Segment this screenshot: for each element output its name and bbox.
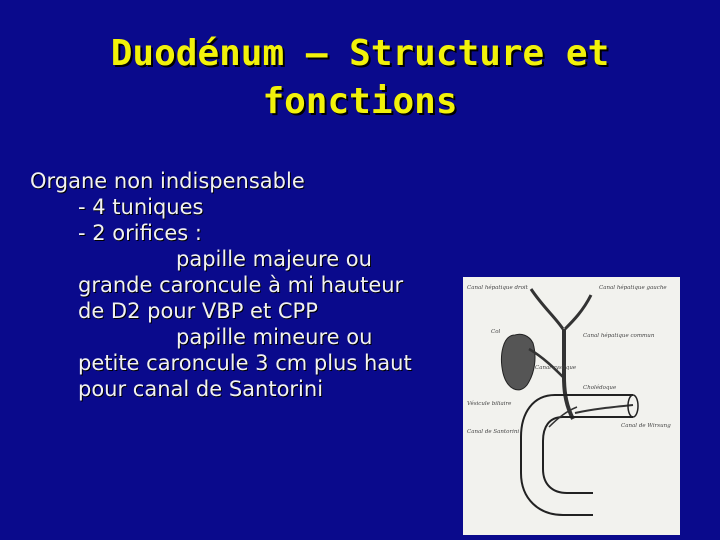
duodenum-end [627,394,639,418]
label-common-hepatic: Canal hépatique commun [583,332,655,339]
cystic-duct [528,347,564,378]
slide-title: Duodénum – Structure et fonctions [0,30,720,126]
label-gallbladder: Vésicule biliaire [467,400,512,407]
label-choledoque: Cholédoque [583,384,617,391]
major-papilla-text: grande caroncule à mi hauteur de D2 pour… [78,273,404,323]
santorini-duct [548,406,578,428]
label-wirsung: Canal de Wirsung [621,423,671,429]
label-santorini: Canal de Santorini [467,429,519,435]
label-cystic: Canal cystique [535,365,577,371]
anatomy-figure: Canal hépatique droit Canal hépatique ga… [463,277,680,535]
label-col: Col [491,329,501,335]
minor-papilla-lead: papille mineure ou [176,325,373,349]
left-hepatic-duct [563,294,593,331]
title-line-2: fonctions [262,81,458,122]
bullet-orifices: - 2 orifices : [78,221,202,245]
label-left-hepatic: Canal hépatique gauche [599,284,667,291]
slide-body: Organe non indispensable - 4 tuniques - … [30,168,430,402]
bile-duct [562,376,575,420]
duodenum-loop [520,394,633,516]
pancreatic-duct [574,404,634,414]
bullet-tuniques: - 4 tuniques [78,195,204,219]
heading-text: Organe non indispensable [30,169,305,193]
biliary-duodenum-diagram: Canal hépatique droit Canal hépatique ga… [467,284,671,516]
minor-papilla-text: petite caroncule 3 cm plus haut pour can… [78,351,412,401]
gallbladder-shape [501,333,536,391]
right-hepatic-duct [529,288,565,330]
duodenum-inner-wall [542,416,633,494]
label-right-hepatic: Canal hépatique droit [467,284,529,291]
major-papilla-lead: papille majeure ou [176,247,372,271]
title-line-1: Duodénum – Structure et [110,33,610,74]
